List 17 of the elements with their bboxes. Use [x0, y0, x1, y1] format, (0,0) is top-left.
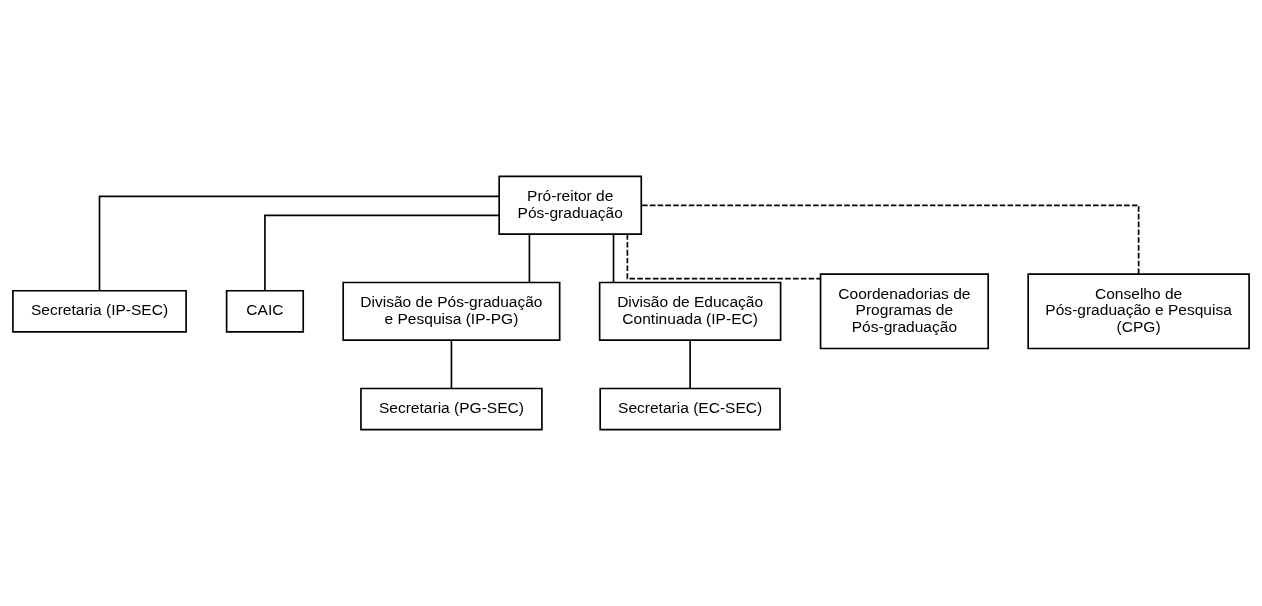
- node-box: Secretaria (PG-SEC): [360, 387, 543, 431]
- node-box: Coordenadorias de Programas de Pós-graduação: [819, 273, 990, 350]
- node-box: Secretaria (EC-SEC): [599, 387, 781, 431]
- connector: [98, 195, 500, 292]
- connector: [450, 339, 453, 390]
- node-box: Conselho de Pós-graduação e Pesquisa (CPG): [1027, 273, 1250, 350]
- connector: [528, 233, 531, 284]
- node-box: Divisão de Educação Continuada (IP-EC): [598, 281, 782, 342]
- connector: [626, 233, 822, 280]
- node-box: Divisão de Pós-graduação e Pesquisa (IP-PG): [342, 281, 561, 342]
- connector: [612, 233, 615, 284]
- node-box: Secretaria (IP-SEC): [12, 289, 187, 333]
- node-box: Pró-reitor de Pós-graduação: [498, 175, 643, 235]
- connector: [264, 214, 500, 292]
- connector: [689, 339, 691, 390]
- connector: [640, 204, 1140, 275]
- node-box: CAIC: [225, 289, 305, 333]
